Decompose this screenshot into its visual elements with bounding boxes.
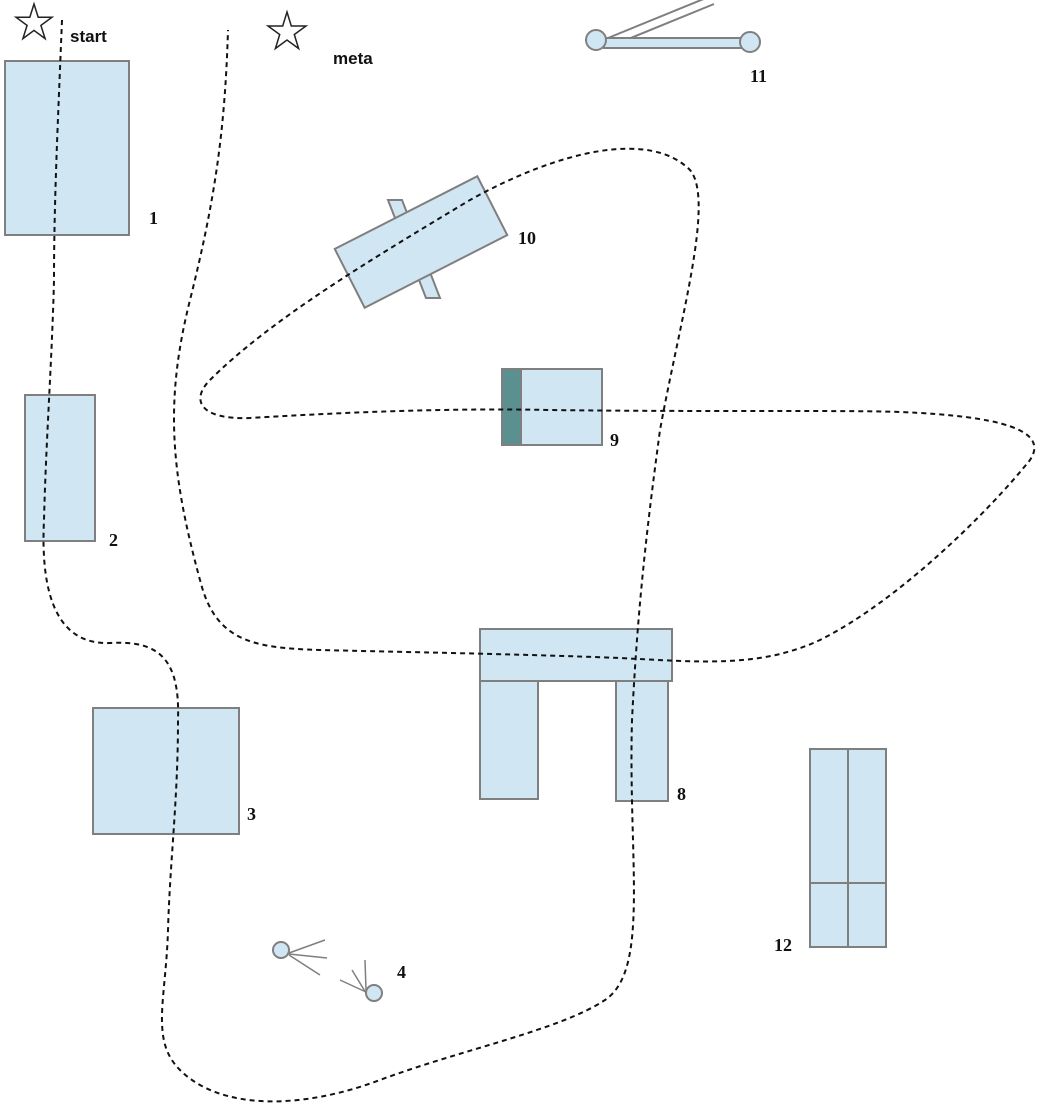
obstacle-8: 8 — [479, 628, 686, 804]
finish-marker: meta — [265, 9, 373, 68]
obstacle-8-number: 8 — [677, 784, 686, 804]
obstacle-10: 10 — [333, 174, 536, 310]
obstacle-3-number: 3 — [247, 804, 256, 824]
obstacle-2: 2 — [24, 394, 118, 550]
obstacle-1: 1 — [4, 60, 158, 236]
obstacle-11: 11 — [585, 0, 767, 86]
route-path-left — [42, 19, 1036, 1103]
obstacle-12-number: 12 — [774, 935, 792, 955]
obstacle-4-number: 4 — [397, 962, 406, 982]
obstacle-11-number: 11 — [750, 66, 767, 86]
obstacle-9-number: 9 — [610, 430, 619, 450]
start-star-icon — [13, 1, 55, 41]
obstacle-12: 12 — [774, 748, 887, 955]
finish-star-icon — [265, 9, 309, 51]
obstacle-10-number: 10 — [518, 228, 536, 248]
start-marker: start — [13, 1, 107, 46]
finish-label: meta — [333, 49, 373, 68]
obstacle-2-number: 2 — [109, 530, 118, 550]
obstacle-3: 3 — [92, 707, 256, 835]
obstacle-4: 4 — [272, 939, 406, 1002]
start-label: start — [70, 27, 107, 46]
obstacle-9: 9 — [501, 368, 619, 450]
obstacle-1-number: 1 — [149, 208, 158, 228]
